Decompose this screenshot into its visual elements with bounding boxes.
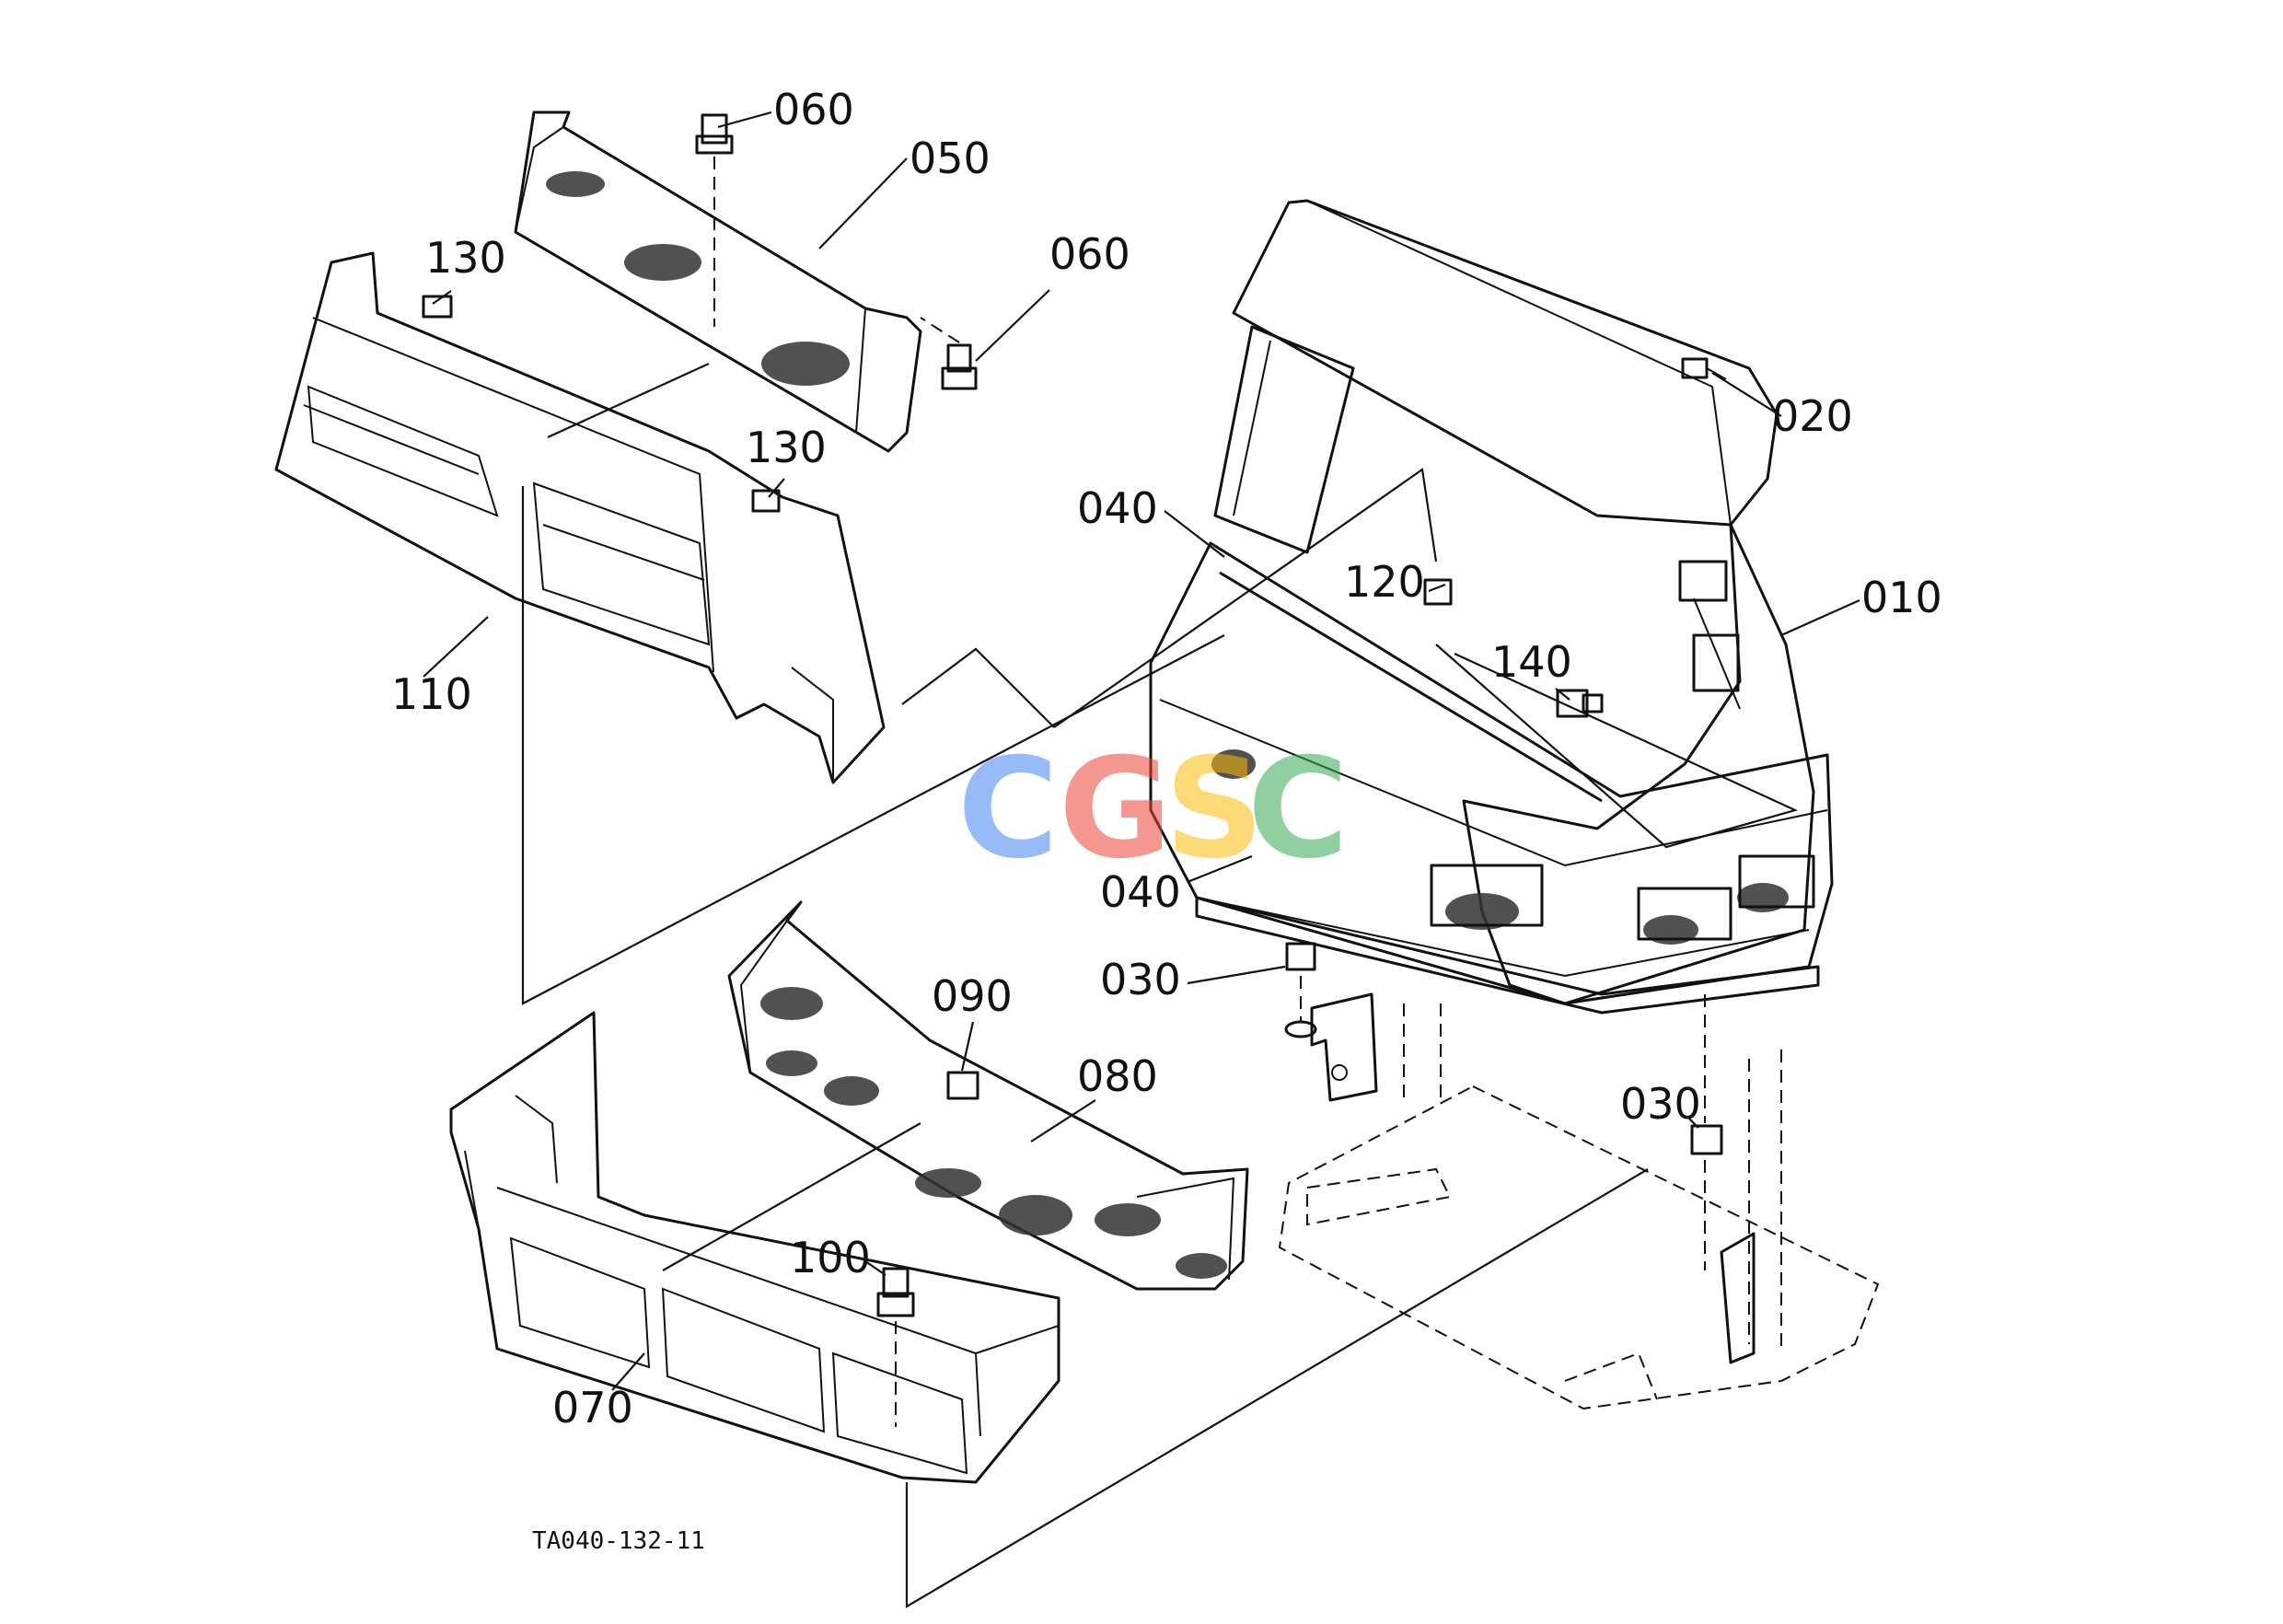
callout-070: 070 [552,1383,633,1433]
figure-code: TA040-132-11 [532,1527,705,1555]
callout-060-top: 060 [773,85,854,134]
callout-020: 020 [1772,391,1853,441]
part-080-lower-grille-screen [727,900,1249,1291]
frame-base-plate [1278,992,1880,1410]
bolt-100 [876,1267,915,1427]
bolt-060-right [920,317,978,390]
part-070-front-guard [449,1011,1060,1484]
part-110-front-grille [274,251,886,784]
nut-030-upper [1284,942,1317,1038]
callout-090: 090 [932,971,1013,1021]
watermark-letter-c2: C [1247,729,1349,889]
bolt-020 [1681,357,1727,380]
callout-080: 080 [1077,1051,1158,1101]
part-050-front-grille-screen [514,110,922,453]
callout-050: 050 [910,133,991,183]
part-010-bonnet [1213,199,1815,1005]
callout-100: 100 [790,1233,871,1282]
part-040-hood-front [1149,541,1834,1015]
watermark-letter-g: G [1059,729,1172,889]
callout-060-right: 060 [1049,229,1130,279]
nut-030-lower [1690,994,1723,1270]
nut-120 [1423,578,1453,606]
bolt-140 [1556,689,1604,718]
watermark-letter-s: S [1165,729,1264,889]
callout-030-upper: 030 [1100,955,1181,1004]
callout-040-lower: 040 [1100,867,1181,917]
callout-010: 010 [1861,573,1942,622]
callout-130-right: 130 [746,423,827,472]
callout-140: 140 [1491,637,1572,687]
watermark-logo: C G S C [957,729,1349,889]
callout-040-upper: 040 [1077,483,1158,533]
callout-030-lower: 030 [1620,1079,1701,1129]
callout-labels: 060 050 060 130 130 110 040 020 010 120 … [391,85,1942,1433]
bolt-060-top [695,113,734,327]
watermark-letter-c: C [957,729,1059,889]
callout-130-left: 130 [425,233,506,283]
part-090-clip [946,1071,979,1100]
callout-leaders [423,110,1860,1391]
callout-120: 120 [1344,557,1425,607]
assembly-lines [521,362,1799,1608]
callout-110: 110 [391,669,472,719]
